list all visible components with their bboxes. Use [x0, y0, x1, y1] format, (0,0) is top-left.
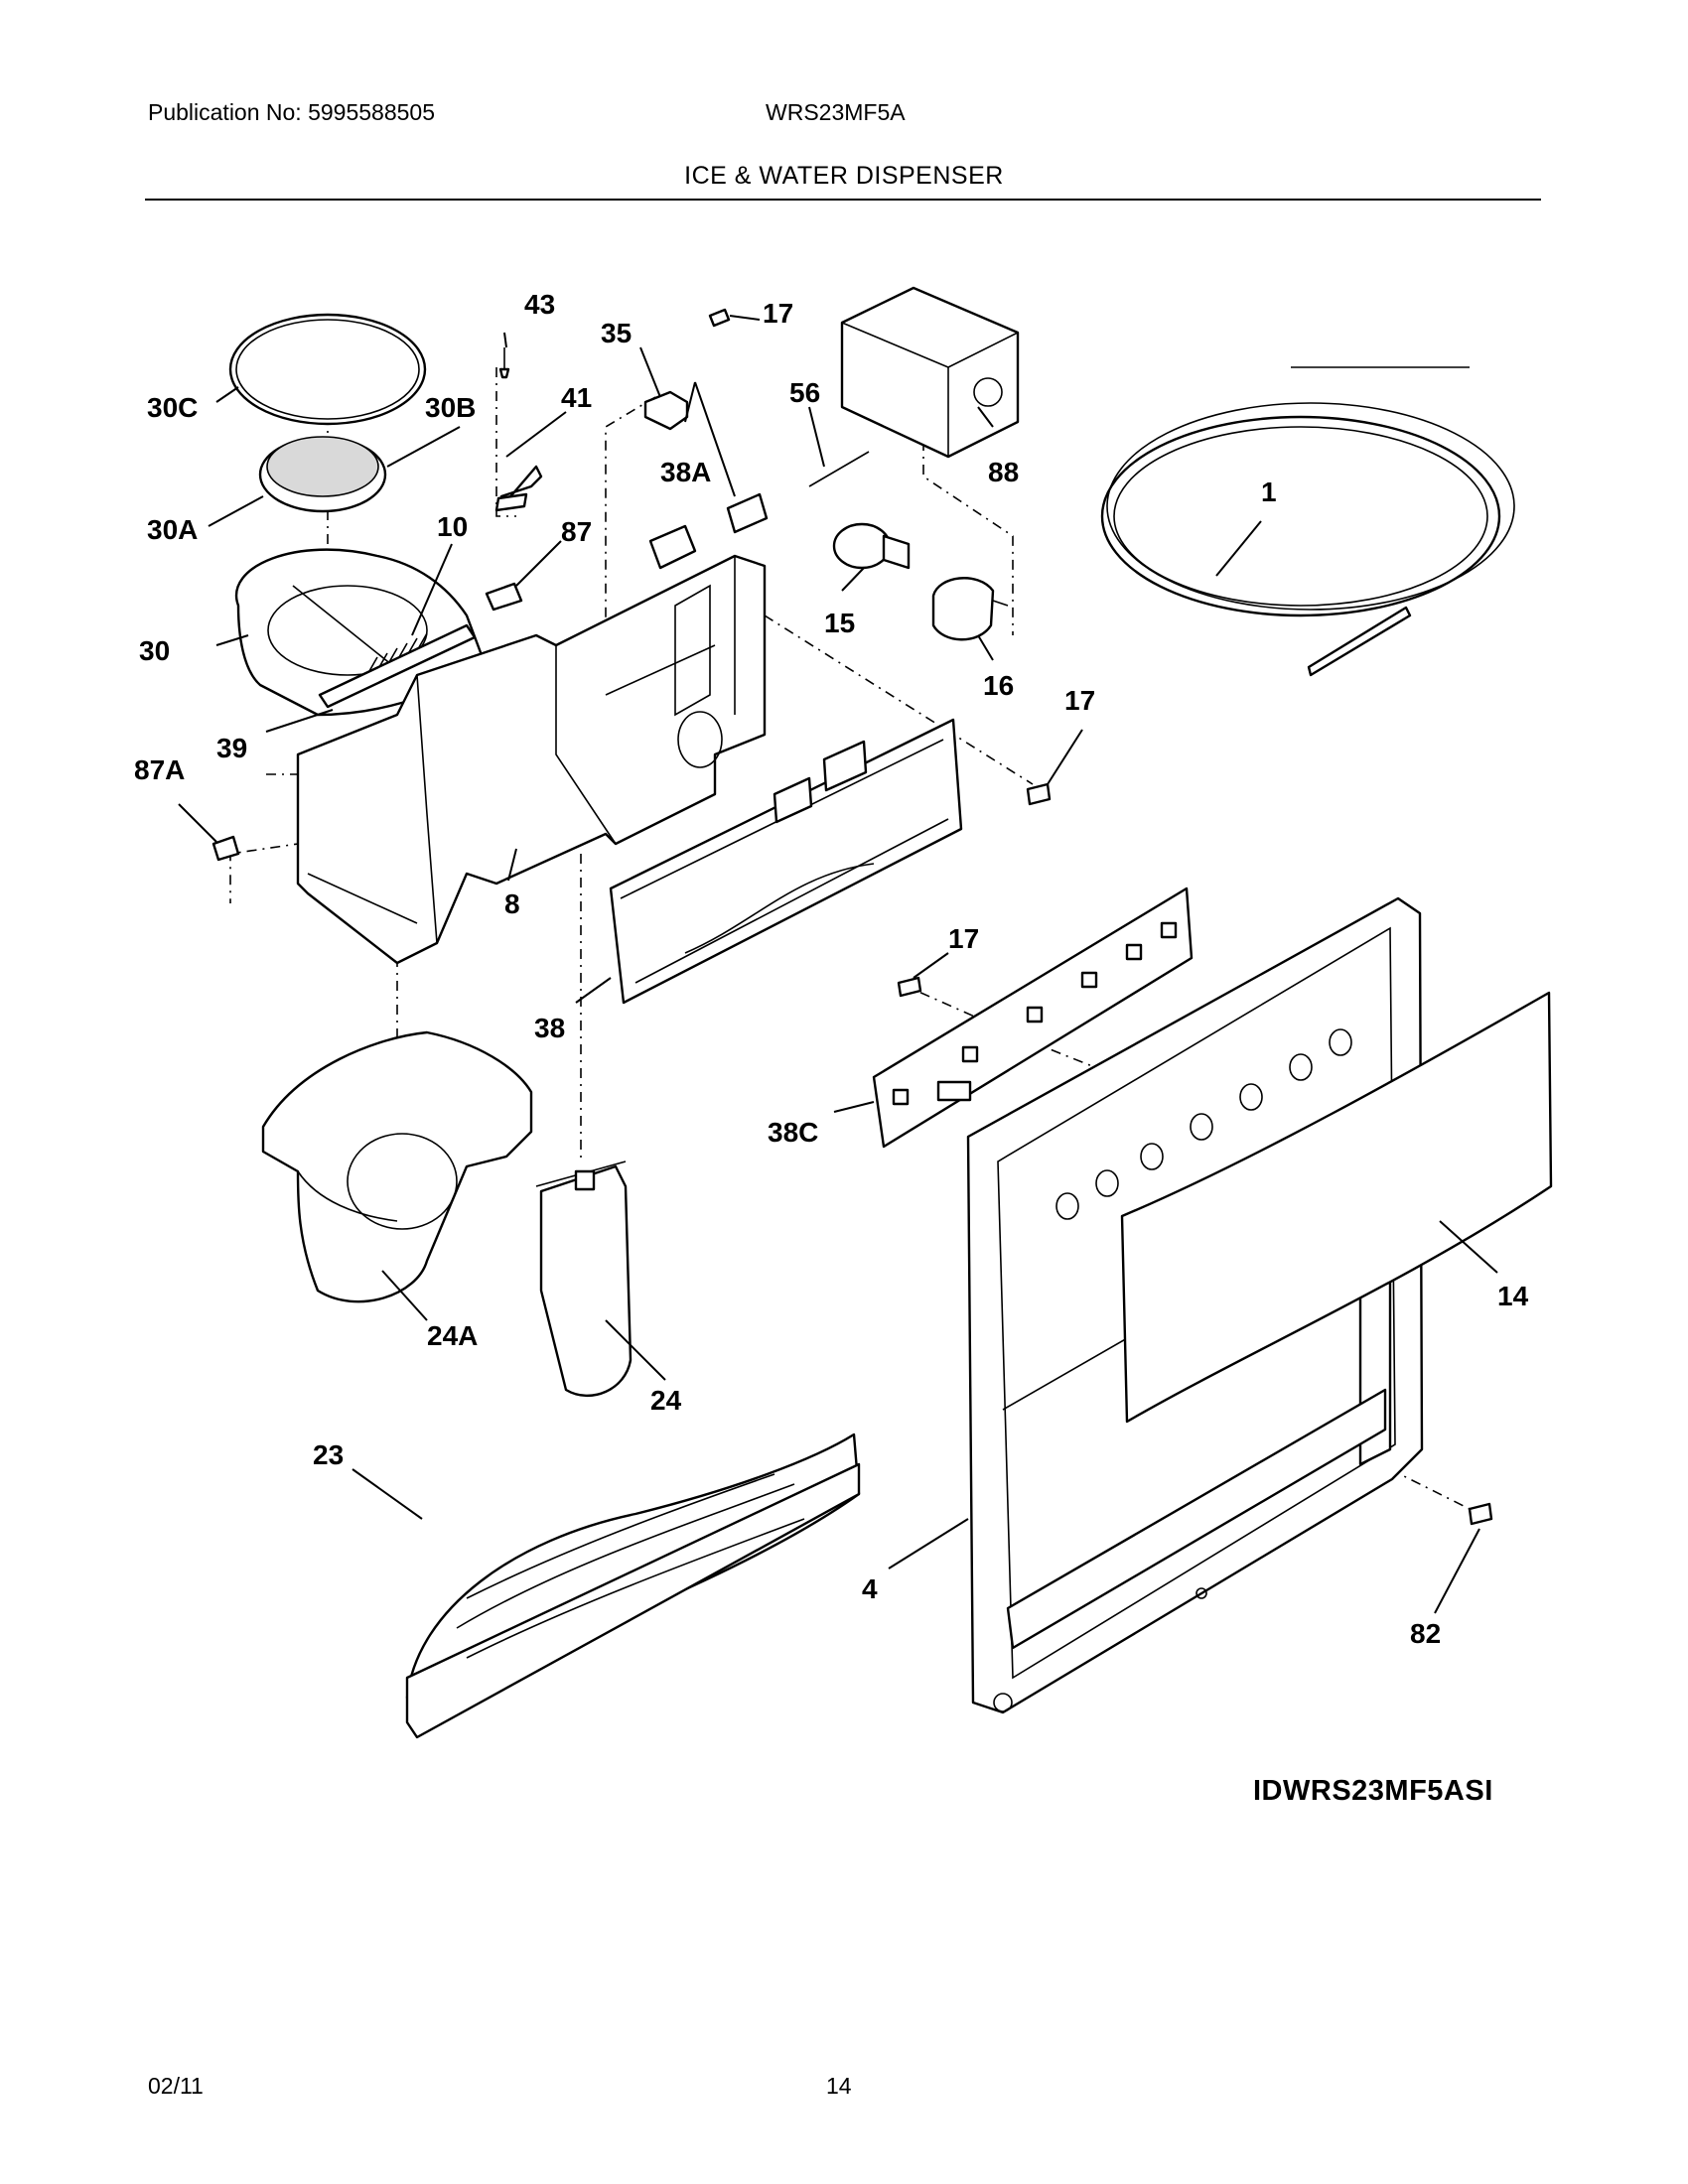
label-38: 38 — [534, 1013, 565, 1043]
callout-labels: 30C 30B 30A 10 30 39 87A 41 87 43 35 17 … — [134, 289, 1529, 1649]
label-17-top: 17 — [763, 298, 793, 329]
part-38-control-board — [609, 718, 963, 1005]
label-30a: 30A — [147, 514, 198, 545]
publication-number: Publication No: 5995588505 — [148, 99, 436, 125]
page-number: 14 — [826, 2073, 852, 2099]
illustration-id: IDWRS23MF5ASI — [1253, 1775, 1493, 1807]
part-24a-ice-chute — [261, 1030, 533, 1303]
label-24a: 24A — [427, 1320, 478, 1351]
label-24: 24 — [650, 1385, 682, 1416]
part-30c-gasket — [228, 313, 427, 426]
label-30c: 30C — [147, 392, 198, 423]
label-16: 16 — [983, 670, 1014, 701]
label-82: 82 — [1410, 1618, 1441, 1649]
label-41: 41 — [561, 382, 592, 413]
part-24-paddle — [535, 1160, 633, 1398]
part-8-dispenser-housing — [296, 554, 767, 965]
label-87a: 87A — [134, 754, 185, 785]
label-35: 35 — [601, 318, 632, 348]
part-30a-filter — [258, 436, 387, 513]
part-23-drip-tray — [405, 1433, 861, 1739]
header-rule — [145, 199, 1541, 201]
label-38a: 38A — [660, 457, 711, 487]
small-parts — [211, 308, 1493, 1526]
label-43: 43 — [524, 289, 555, 320]
label-87: 87 — [561, 516, 592, 547]
label-23: 23 — [313, 1439, 344, 1470]
label-10: 10 — [437, 511, 468, 542]
part-88-relay-box — [840, 286, 1020, 459]
part-38c-switch-board — [872, 887, 1194, 1149]
part-15-bulb — [832, 522, 911, 570]
label-88: 88 — [988, 457, 1019, 487]
label-17-right: 17 — [1064, 685, 1095, 716]
label-38c: 38C — [768, 1117, 818, 1148]
part-14-overlay — [1120, 991, 1553, 1424]
label-1: 1 — [1261, 477, 1277, 507]
label-39: 39 — [216, 733, 247, 763]
section-title: ICE & WATER DISPENSER — [684, 162, 1004, 190]
label-30: 30 — [139, 635, 170, 666]
label-15: 15 — [824, 608, 855, 638]
label-14: 14 — [1497, 1281, 1529, 1311]
label-4: 4 — [862, 1573, 878, 1604]
part-16-socket — [931, 577, 1009, 641]
model-number: WRS23MF5A — [766, 99, 906, 125]
leader-lines — [178, 315, 1498, 1614]
label-56: 56 — [789, 377, 820, 408]
label-30b: 30B — [425, 392, 476, 423]
label-8: 8 — [504, 888, 520, 919]
part-1-tube-coil — [1100, 366, 1515, 677]
footer-date: 02/11 — [148, 2073, 204, 2099]
label-17-board: 17 — [948, 923, 979, 954]
